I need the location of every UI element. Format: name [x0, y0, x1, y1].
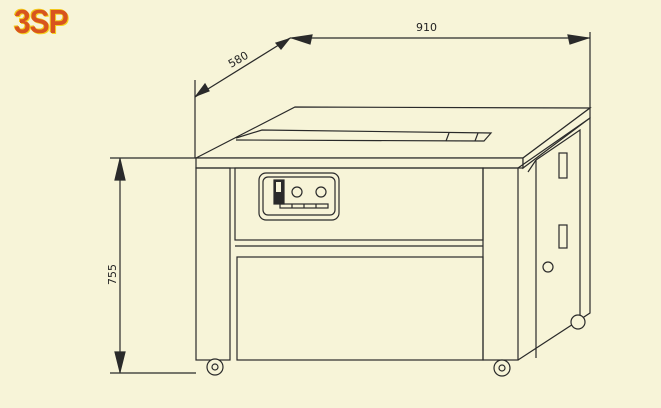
height-label: 755 [106, 264, 119, 285]
knob-icon [291, 186, 303, 198]
dimension-width [290, 32, 591, 108]
front-right-leg [482, 167, 519, 361]
knob-icon [315, 186, 327, 198]
depth-label: 580 [226, 49, 251, 71]
upper-front-panel [234, 167, 484, 241]
dimension-depth [194, 37, 291, 158]
table-top [195, 106, 592, 170]
lock-icon [542, 261, 554, 273]
control-panel [258, 172, 340, 221]
model-label: 3SP [14, 4, 69, 41]
side-door [517, 116, 591, 361]
casters [206, 314, 586, 377]
front-left-leg [195, 167, 231, 361]
lower-front-panel [236, 256, 484, 361]
dimension-height [110, 157, 196, 374]
width-label: 910 [416, 21, 437, 34]
